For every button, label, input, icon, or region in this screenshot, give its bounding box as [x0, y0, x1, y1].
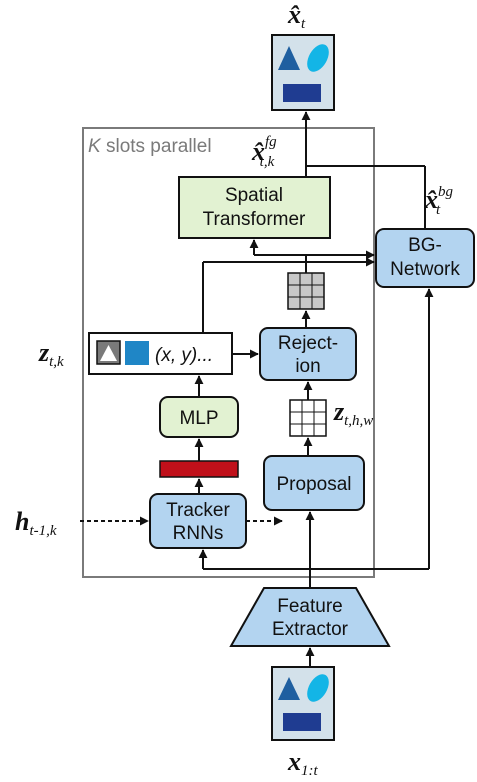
- rectangle-icon: [283, 713, 321, 731]
- ellipse-icon: [307, 44, 329, 72]
- triangle-icon: [278, 46, 300, 70]
- h-label: ht-1,k: [15, 507, 57, 539]
- input-label: x1:t: [287, 747, 318, 779]
- spatial-transformer-line1: Spatial: [225, 185, 283, 206]
- slots-frame: [82, 127, 375, 578]
- proposal-label: Proposal: [277, 474, 352, 495]
- bg-network-line1: BG-: [408, 235, 442, 256]
- grid-icon: [289, 399, 327, 437]
- proposal-block: [263, 455, 365, 511]
- slots-label: K slots parallel: [88, 136, 212, 157]
- bg-network-line2: Network: [390, 259, 460, 280]
- grid-icon: [287, 272, 325, 310]
- tracker-line1: Tracker: [166, 500, 230, 521]
- rejection-line1: Reject-: [278, 333, 338, 354]
- feature-extractor-block: [229, 587, 391, 647]
- embedding-bar: [159, 460, 239, 478]
- ellipse-icon: [307, 674, 329, 702]
- zhw-label: zt,h,w: [333, 397, 373, 429]
- mlp-label: MLP: [179, 408, 218, 429]
- input-image: [271, 666, 335, 741]
- feature-line2: Extractor: [272, 619, 349, 640]
- output-label: x̂t: [287, 0, 306, 32]
- output-image: [271, 34, 335, 111]
- rectangle-icon: [125, 341, 149, 365]
- z-label: zt,k: [38, 338, 64, 370]
- feature-line1: Feature: [277, 596, 342, 617]
- rejection-line2: ion: [295, 356, 320, 377]
- spatial-transformer-line2: Transformer: [203, 209, 306, 230]
- rectangle-icon: [283, 84, 321, 102]
- spatial-transformer-block: [178, 176, 331, 239]
- arrow-icon: [80, 111, 434, 667]
- triangle-icon: [278, 677, 300, 700]
- rejection-block: [259, 327, 357, 381]
- tracker-line2: RNNs: [173, 523, 224, 544]
- coords-label: (x, y)...: [155, 345, 213, 366]
